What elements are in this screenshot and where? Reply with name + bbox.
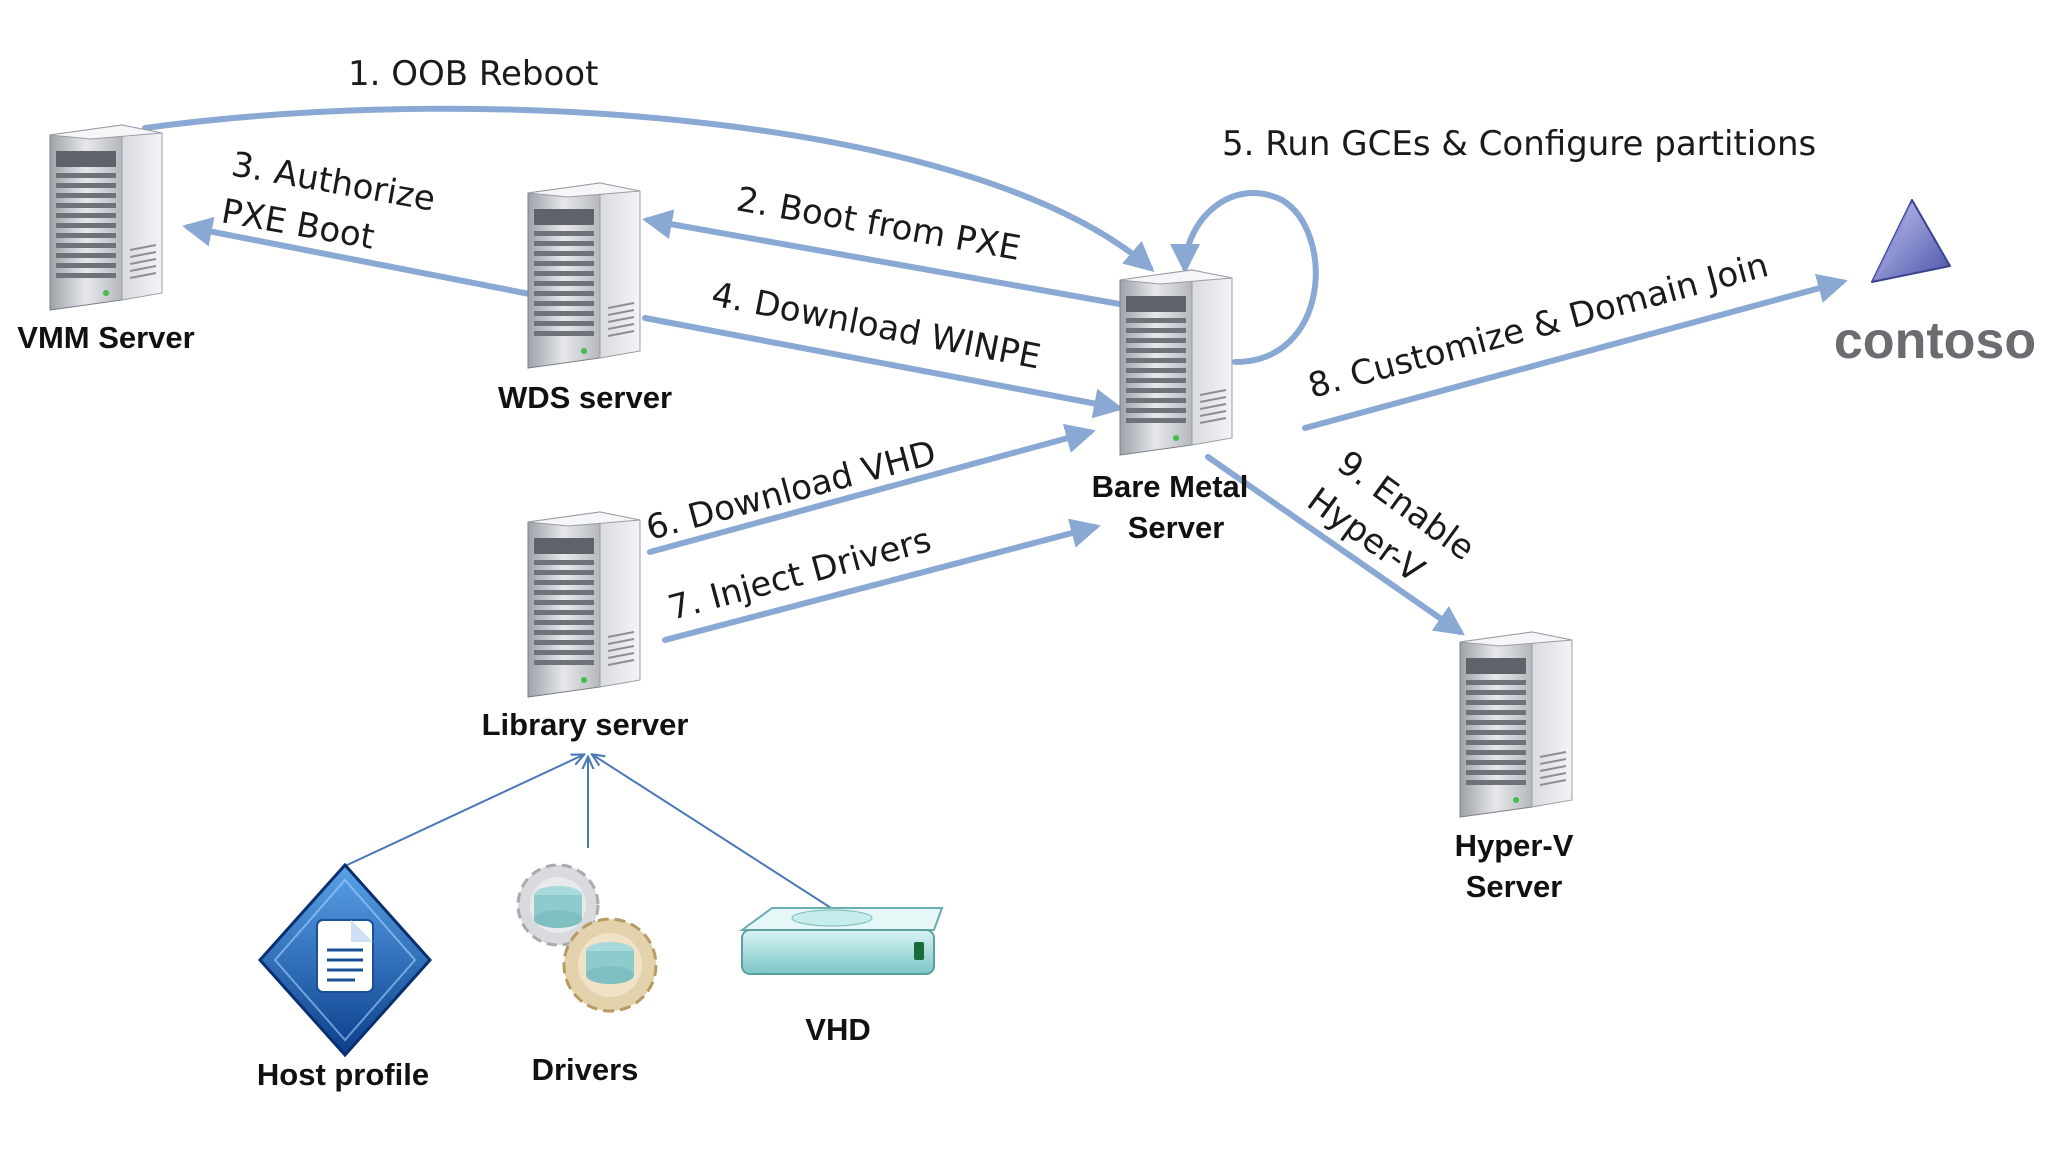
bare-metal-label-line2: Server <box>1128 510 1225 545</box>
contoso-label: contoso <box>1834 312 2036 370</box>
document-diamond-icon <box>257 862 433 1058</box>
step-run-gces: 5. Run GCEs & Configure partitions <box>1222 124 1816 164</box>
bare-metal-server-icon <box>1119 269 1233 456</box>
vmm-server-icon <box>49 124 163 311</box>
arrow-run-gces-loop <box>1170 190 1319 365</box>
vmm-server-label: VMM Server <box>17 320 194 355</box>
arrow-oob-reboot <box>142 105 1155 272</box>
vhd-label: VHD <box>805 1012 870 1047</box>
arrow-authorize-pxe <box>182 216 553 301</box>
drivers-label: Drivers <box>532 1052 639 1087</box>
wds-server-label: WDS server <box>498 380 672 415</box>
wds-server-icon <box>527 182 641 369</box>
arrow-boot-from-pxe <box>642 209 1128 308</box>
arrow-enable-hyperv <box>1205 454 1465 636</box>
step-oob-reboot: 1. OOB Reboot <box>348 54 598 94</box>
arrow-host-profile-to-library <box>344 755 583 867</box>
library-server-icon <box>527 511 641 698</box>
library-server-label: Library server <box>482 707 689 742</box>
arrow-customize-domain <box>1302 273 1848 431</box>
disk-drive-icon <box>738 907 944 975</box>
arrow-download-vhd <box>647 423 1096 555</box>
bare-metal-label-line1: Bare Metal <box>1092 469 1249 504</box>
hyperv-server-label-line1: Hyper-V <box>1455 828 1574 863</box>
host-profile-label: Host profile <box>257 1057 429 1092</box>
arrow-inject-drivers <box>662 518 1101 643</box>
arrows <box>142 105 1848 916</box>
triangle-logo-icon <box>1871 199 1951 283</box>
hyperv-server-label-line2: Server <box>1466 869 1563 904</box>
step-boot-from-pxe: 2. Boot from PXE <box>733 179 1023 268</box>
arrow-download-winpe <box>642 315 1124 419</box>
step-customize-domain: 8. Customize & Domain Join <box>1304 245 1773 406</box>
gears-icon <box>516 863 658 1013</box>
hyperv-server-icon <box>1459 631 1573 818</box>
arrow-vhd-to-library <box>593 755 843 916</box>
